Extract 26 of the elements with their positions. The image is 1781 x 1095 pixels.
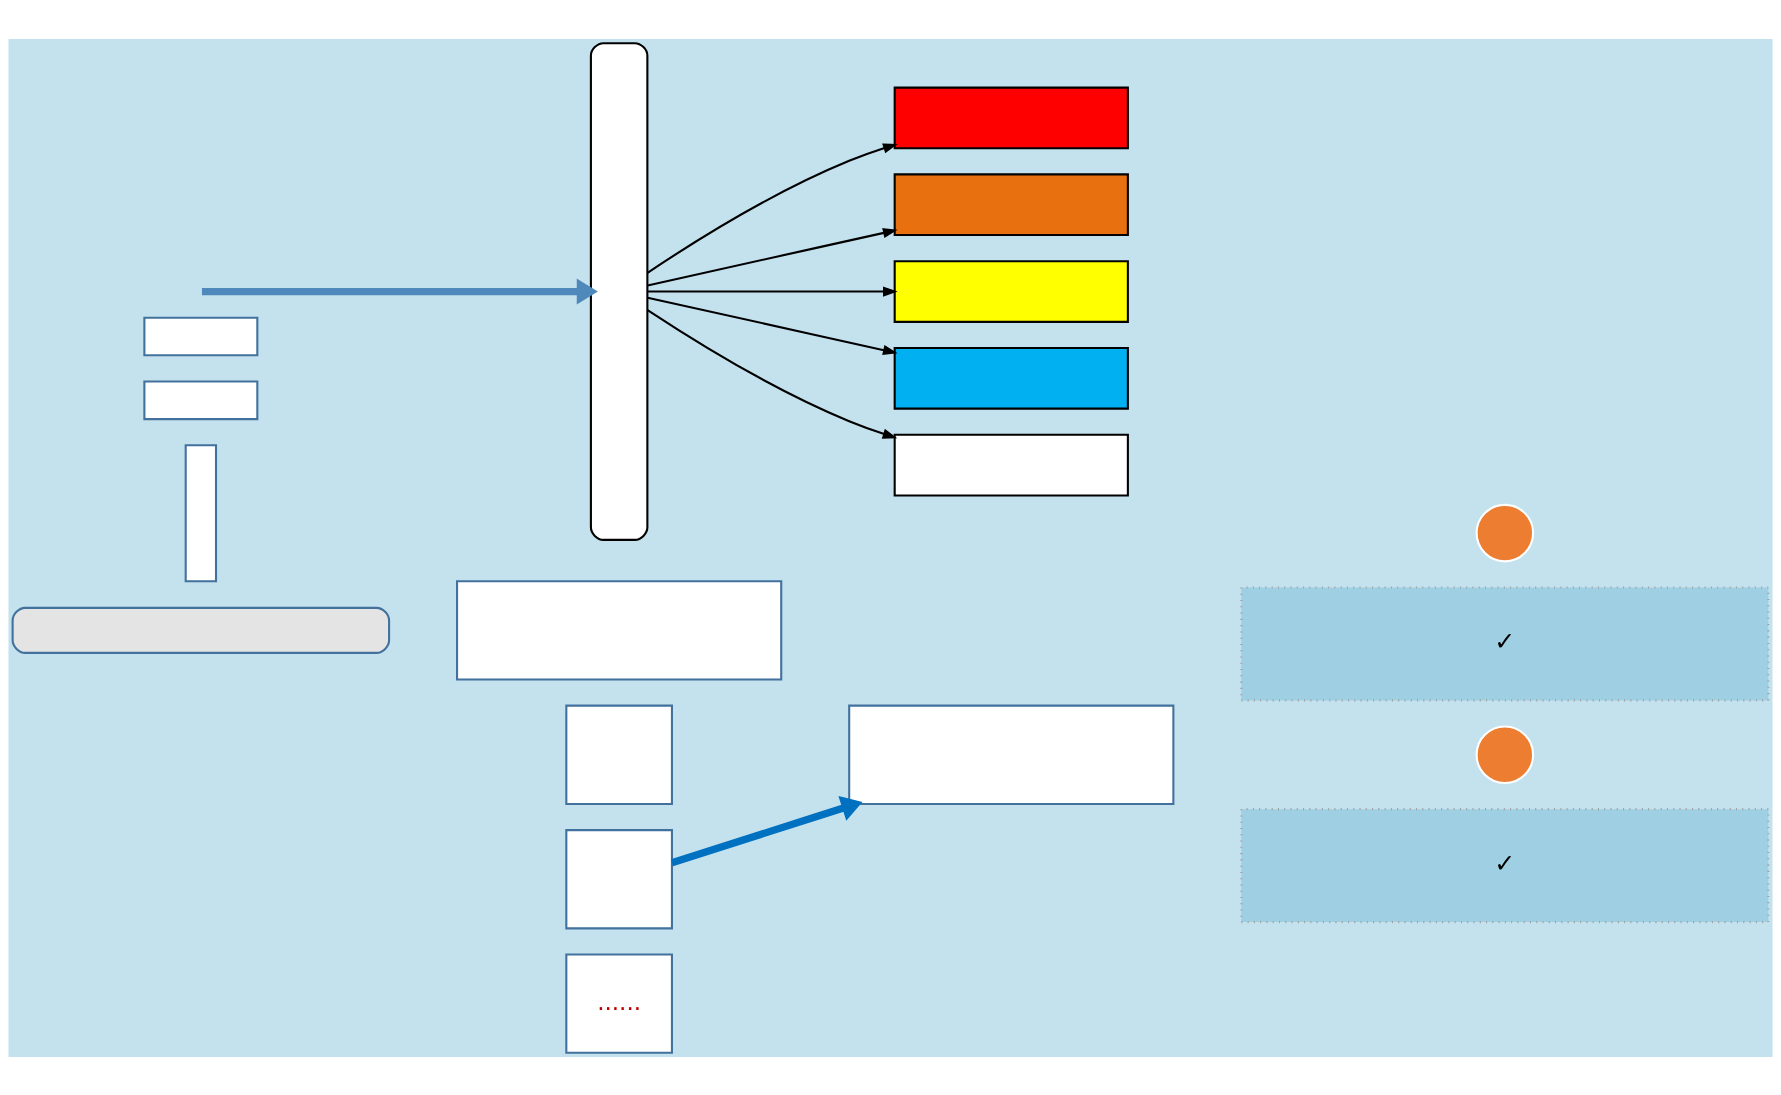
node-box [848, 704, 1175, 805]
node-box: ✓ [1240, 807, 1770, 923]
node-box: ...... [565, 952, 673, 1054]
node-box [893, 433, 1129, 496]
node-circle [1475, 503, 1535, 562]
arrow [647, 285, 898, 297]
node-box [456, 579, 783, 681]
arrow [647, 296, 898, 355]
arrow [647, 227, 898, 286]
node-pill [589, 41, 649, 541]
node-pill [11, 606, 391, 654]
node-box [565, 828, 673, 929]
arrow [201, 278, 598, 304]
arrow [670, 795, 863, 866]
node-circle [1475, 725, 1535, 784]
node-box [565, 704, 673, 805]
node-box [893, 346, 1129, 410]
node-box [143, 379, 259, 420]
node-box [184, 443, 218, 582]
node-box [893, 172, 1129, 236]
node-box [143, 316, 259, 356]
node-box [893, 259, 1129, 323]
arrow [647, 308, 898, 439]
node-box: ✓ [1240, 585, 1770, 701]
node-box [893, 86, 1129, 149]
arrow [646, 142, 898, 274]
